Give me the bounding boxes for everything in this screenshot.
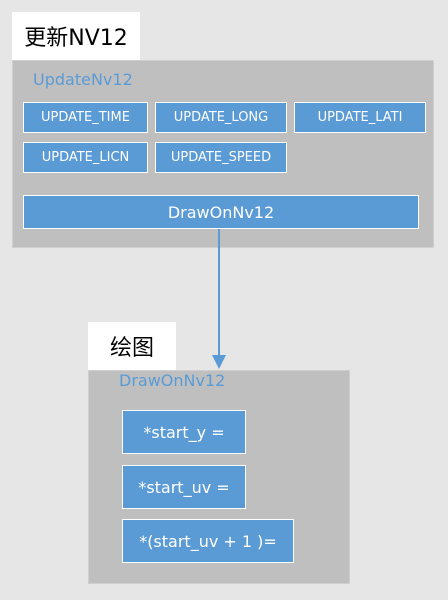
update-nv12-panel: UpdateNv12 UPDATE_TIME UPDATE_LONG UPDAT… <box>12 60 434 248</box>
update-nv12-title: UpdateNv12 <box>33 70 133 89</box>
update-long-button[interactable]: UPDATE_LONG <box>155 102 287 133</box>
update-licn-button[interactable]: UPDATE_LICN <box>23 142 148 173</box>
draw-section-label: 绘图 <box>88 322 176 370</box>
update-speed-button[interactable]: UPDATE_SPEED <box>155 142 287 173</box>
update-time-button[interactable]: UPDATE_TIME <box>23 102 148 133</box>
draw-on-nv12-panel: DrawOnNv12 *start_y = *start_uv = *(star… <box>88 370 350 584</box>
update-section-label: 更新NV12 <box>12 12 140 60</box>
start-uv-statement: *start_uv = <box>122 465 246 509</box>
draw-on-nv12-title: DrawOnNv12 <box>119 371 226 390</box>
update-lati-button[interactable]: UPDATE_LATI <box>294 102 426 133</box>
draw-on-nv12-button[interactable]: DrawOnNv12 <box>23 195 419 229</box>
arrow-head-icon <box>212 355 226 369</box>
start-uv-plus-one-statement: *(start_uv + 1 )= <box>122 519 294 563</box>
start-y-statement: *start_y = <box>122 410 246 454</box>
